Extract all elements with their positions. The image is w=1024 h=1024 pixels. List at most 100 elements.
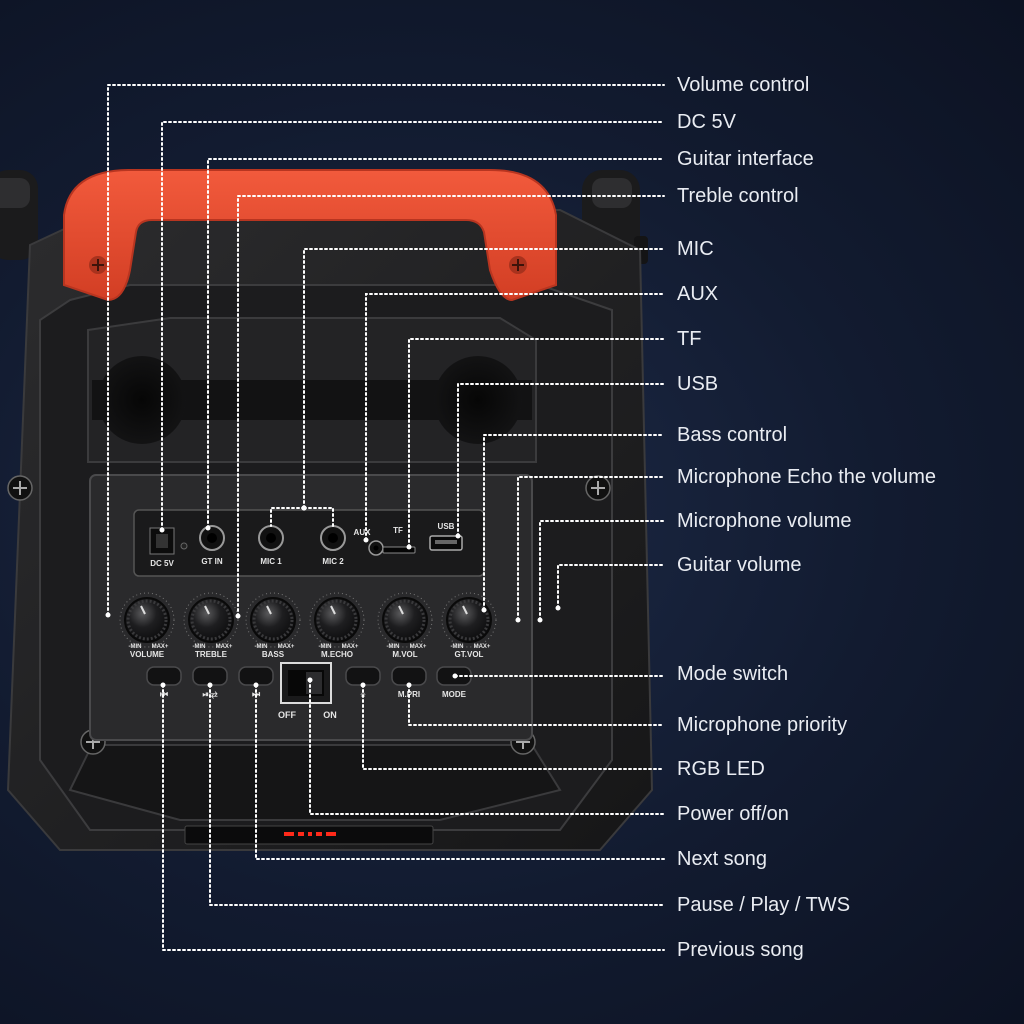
callout-anchor-dot (481, 607, 487, 613)
label-next-song: Next song (677, 848, 768, 870)
rgb-led-button[interactable] (345, 666, 381, 686)
label-volume-control: Volume control (677, 74, 810, 96)
knob-min-label: -MIN (387, 644, 400, 650)
play-pause-tws-button[interactable] (192, 666, 228, 686)
port-label-tf: TF (393, 526, 403, 535)
port-label-dc: DC 5V (150, 559, 174, 568)
knob-min-label: -MIN (193, 644, 206, 650)
callout-anchor-dot (235, 613, 241, 619)
label-previous-song: Previous song (677, 939, 804, 961)
gt-in-port[interactable] (199, 525, 225, 551)
label-power-off-on: Power off/on (677, 803, 789, 825)
callout-anchor-dot (160, 682, 166, 688)
knob-treble[interactable] (183, 592, 239, 648)
callout-anchor-dot (363, 537, 369, 543)
knob-min-label: -MIN (451, 644, 464, 650)
label-aux: AUX (677, 283, 719, 305)
knob-bass[interactable] (245, 592, 301, 648)
callout-anchor-dot (253, 682, 259, 688)
callout-anchor-dot (301, 505, 307, 511)
callout-anchor-dot (455, 533, 461, 539)
callout-line (207, 158, 665, 529)
port-label-usb: USB (438, 522, 455, 531)
knob-label: VOLUME (130, 650, 165, 659)
left-strap-mount (0, 170, 38, 260)
callout-line (237, 195, 665, 617)
label-bass-control: Bass control (677, 424, 788, 446)
callout-line (255, 684, 665, 860)
power-on-label: ON (323, 710, 337, 720)
knob-max-label: MAX+ (152, 644, 169, 650)
label-microphone-priority: Microphone priority (677, 714, 848, 736)
callout-line (362, 684, 665, 770)
label-rgb-led: RGB LED (677, 758, 765, 780)
handle-screw-left (89, 256, 107, 274)
knob-max-label: MAX+ (474, 644, 491, 650)
callout-anchor-dot (360, 682, 366, 688)
knob-label: TREBLE (195, 650, 228, 659)
label-guitar-interface: Guitar interface (677, 148, 814, 170)
callout-endpoints (105, 505, 561, 688)
knob-max-label: MAX+ (278, 644, 295, 650)
mic1-port[interactable] (258, 525, 284, 551)
knob-min-label: -MIN (255, 644, 268, 650)
prev-song-button[interactable] (146, 666, 182, 686)
callout-line (162, 684, 665, 951)
label-tf: TF (677, 328, 702, 350)
callout-lines (107, 84, 665, 951)
callout-line (161, 121, 665, 531)
port-label-mic1: MIC 1 (260, 557, 282, 566)
knob-label: GT.VOL (455, 650, 484, 659)
knob-min-label: -MIN (129, 644, 142, 650)
callout-line (209, 684, 665, 906)
rgb-led-strip (284, 832, 336, 836)
handle-screw-right (509, 256, 527, 274)
callout-anchor-dot (406, 682, 412, 688)
knob-mvol[interactable] (377, 592, 433, 648)
label-microphone-echo-volume: Microphone Echo the volume (677, 466, 937, 488)
label-microphone-volume: Microphone volume (677, 510, 852, 532)
knob-label: M.ECHO (321, 650, 353, 659)
callout-anchor-dot (515, 617, 521, 623)
knob-label: M.VOL (392, 650, 417, 659)
label-pause-play-tws: Pause / Play / TWS (677, 894, 851, 916)
knob-gtvol[interactable] (441, 592, 497, 648)
port-label-gt-in: GT IN (201, 557, 223, 566)
label-mic: MIC (677, 238, 714, 260)
usb-port[interactable] (429, 535, 463, 551)
mode-label: MODE (442, 690, 467, 699)
mic-priority-button[interactable] (391, 666, 427, 686)
carry-handle (63, 169, 557, 302)
callout-line (457, 383, 665, 537)
knob-min-label: -MIN (319, 644, 332, 650)
callout-line (270, 507, 305, 527)
callout-anchor-dot (207, 682, 213, 688)
callout-anchor-dot (159, 527, 165, 533)
callout-line (303, 507, 334, 527)
next-song-button[interactable] (238, 666, 274, 686)
callout-line (408, 684, 665, 726)
knob-mecho[interactable] (309, 592, 365, 648)
callout-anchor-dot (105, 612, 111, 618)
callout-line (365, 293, 665, 541)
mic2-port[interactable] (320, 525, 346, 551)
callout-anchor-dot (452, 673, 458, 679)
label-guitar-volume: Guitar volume (677, 554, 802, 576)
callout-line (309, 679, 665, 815)
knob-volume[interactable] (119, 592, 175, 648)
knob-max-label: MAX+ (410, 644, 427, 650)
knob-label: BASS (262, 650, 285, 659)
aux-port[interactable] (368, 540, 384, 556)
port-label-mic2: MIC 2 (322, 557, 344, 566)
callout-line (539, 520, 665, 621)
callout-line (107, 84, 665, 616)
callout-line (303, 248, 665, 509)
label-treble-control: Treble control (677, 185, 799, 207)
label-mode-switch: Mode switch (677, 663, 789, 685)
power-switch[interactable] (280, 662, 332, 704)
callout-anchor-dot (307, 677, 313, 683)
callout-line (483, 434, 665, 611)
callout-line (517, 476, 665, 621)
